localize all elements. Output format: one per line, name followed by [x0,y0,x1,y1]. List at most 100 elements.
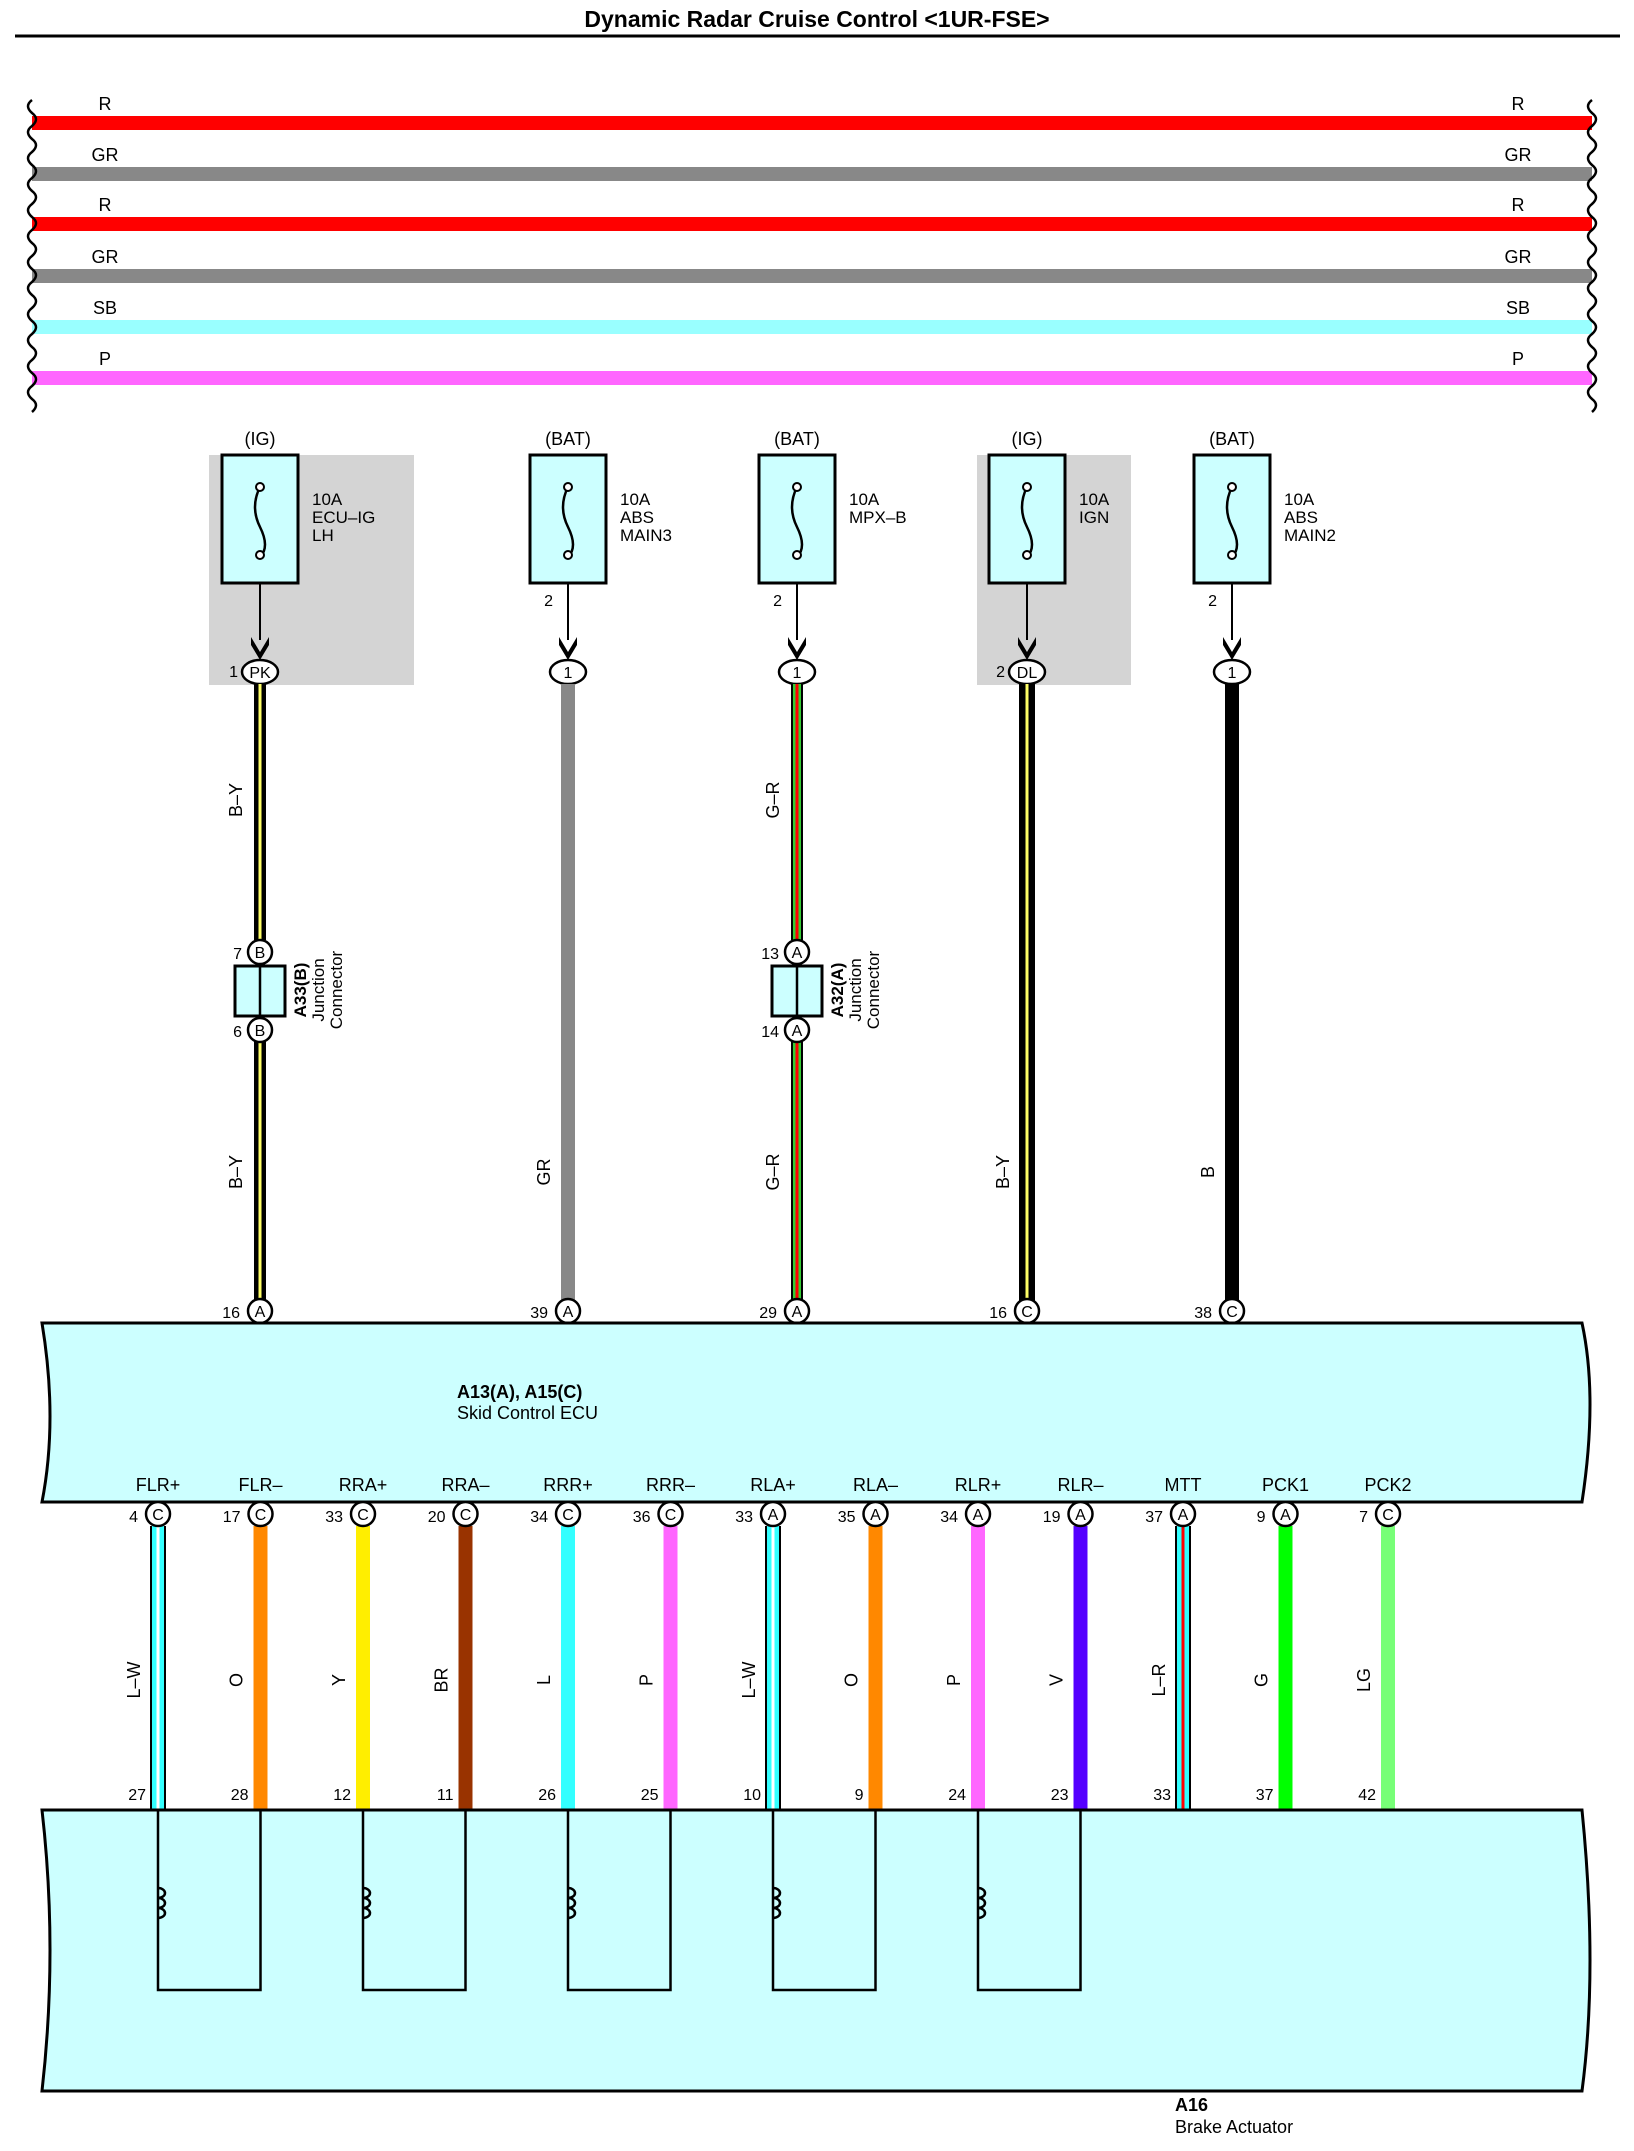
ecu-out-pin-1: 17 [223,1509,241,1526]
feed-wire-code-lower-0: B–Y [226,1155,246,1189]
fuse-name1-2: MPX–B [849,508,907,527]
actuator-pin-7: 9 [855,1787,864,1804]
bus-wire-1 [32,167,1592,181]
bus-wire-2 [32,217,1592,231]
fuse-supply-2: (BAT) [774,429,820,449]
junction-top-connector-0 [246,938,274,966]
ecu-out-connector-9 [1067,1500,1094,1528]
coil-icon [977,1886,987,1920]
ecu-out-label-3: RRA– [441,1475,489,1495]
fuse-box-0 [220,453,300,585]
ecu-out-label-4: RRR+ [543,1475,593,1495]
ecu-out-connector-6 [759,1500,787,1528]
junction-bottom-connector-1-label: A [792,1023,803,1040]
fuse-box-1 [528,453,608,585]
junction-top-connector-1 [783,938,811,966]
arrow-connector-icon [788,637,806,660]
ecu-out-connector-8-label: A [973,1507,984,1524]
ecu-out-label-10: MTT [1165,1475,1202,1495]
fuse-pin-4: 2 [1208,593,1217,610]
fuse-supply-4: (BAT) [1209,429,1255,449]
fuse-box-2 [757,453,837,585]
bus-wire-code-left-1: GR [92,145,119,165]
ecu-out-connector-5-label: C [665,1507,677,1524]
fuse-box-4 [1192,453,1272,585]
junction-pin-top-1: 13 [761,946,779,963]
coil-icon [772,1886,782,1920]
ecu-out-pin-4: 34 [530,1509,548,1526]
output-wire-code-10: L–R [1149,1663,1169,1696]
fuse-terminal-bottom [255,550,265,560]
bus-wire-code-right-4: SB [1506,298,1530,318]
ecu-feed-connector-0-label: A [255,1304,266,1321]
fuse-amp-0: 10A [312,490,343,509]
ecu-out-pin-10: 37 [1145,1509,1163,1526]
fuse-terminal-top [1022,482,1032,492]
fuse-connector-3-label: DL [1017,665,1038,682]
fuse-name2-4: MAIN2 [1284,526,1336,545]
output-wire-code-4: L [534,1675,554,1685]
fuse-amp-2: 10A [849,490,880,509]
fuse-terminal-bottom [792,550,802,560]
fuse-terminal-top [1227,482,1237,492]
bus-wire-code-right-2: R [1512,195,1525,215]
fuse-pin-1: 2 [544,593,553,610]
fuse-supply-1: (BAT) [545,429,591,449]
output-wire-4 [561,1526,575,1810]
fuse-amp-3: 10A [1079,490,1110,509]
actuator-pin-0: 27 [128,1787,146,1804]
fuse-amp-4: 10A [1284,490,1315,509]
bus-break-line [1586,99,1598,413]
output-wire-code-3: BR [432,1667,452,1692]
ecu-feed-connector-2-label: A [792,1304,803,1321]
fuse-terminal-bottom [563,550,573,560]
output-wire-10-stripe [1181,1526,1185,1810]
feed-wire-lower-0-stripe [258,1040,262,1311]
ecu-out-label-9: RLR– [1057,1475,1103,1495]
junction-bottom-connector-0-label: B [255,1023,266,1040]
output-wire-code-9: V [1047,1674,1067,1686]
ecu-out-connector-11-label: A [1280,1507,1291,1524]
bus-wire-3 [32,269,1592,283]
solenoid-circuit-0 [156,1810,262,1992]
ecu-feed-connector-3-label: C [1021,1304,1033,1321]
fuse-terminal-bottom [1022,550,1032,560]
fuse-out-pin-3: 2 [996,664,1005,681]
actuator-pin-1: 28 [231,1787,249,1804]
ecu-out-pin-7: 35 [838,1509,856,1526]
output-wire-code-0: L–W [124,1661,144,1698]
bus-wire-code-left-2: R [99,195,112,215]
bus-wire-code-left-5: P [99,349,111,369]
feed-wire-lower-2-stripe [795,1040,799,1311]
ecu-out-connector-5 [657,1500,684,1528]
fuse-icon [1020,486,1034,558]
actuator-pin-9: 23 [1051,1787,1069,1804]
feed-wire-upper-2-stripe [795,684,799,940]
output-wire-code-8: P [944,1674,964,1686]
ecu-out-label-8: RLR+ [955,1475,1002,1495]
bus-wire-code-right-0: R [1512,94,1525,114]
feed-wire-3-stripe [1025,684,1029,1311]
actuator-pin-6: 10 [743,1787,761,1804]
actuator-pin-10: 33 [1153,1787,1171,1804]
solenoid-circuit-1 [361,1810,467,1992]
junction-label1-0: Junction [309,958,328,1021]
brake-actuator-box [40,1808,1592,2093]
page-title: Dynamic Radar Cruise Control <1UR-FSE> [584,6,1049,32]
output-wire-2 [356,1526,370,1810]
actuator-name: Brake Actuator [1175,2117,1293,2137]
fuse-supply-0: (IG) [245,429,276,449]
arrow-connector-icon [251,637,269,660]
junction-pin-bottom-0: 6 [233,1024,242,1041]
feed-wire-code-upper-0: B–Y [226,783,246,817]
bus-wire-0 [32,116,1592,130]
bus-wire-code-left-3: GR [92,247,119,267]
output-wire-12 [1381,1526,1395,1810]
fuse-terminal-top [792,482,802,492]
bus-wire-5 [32,371,1592,385]
ecu-feed-pin-1: 39 [530,1305,548,1322]
junction-bottom-connector-0 [246,1016,274,1044]
ecu-out-connector-4-label: C [562,1507,574,1524]
bus-wire-4 [32,320,1592,334]
ecu-out-label-0: FLR+ [136,1475,181,1495]
